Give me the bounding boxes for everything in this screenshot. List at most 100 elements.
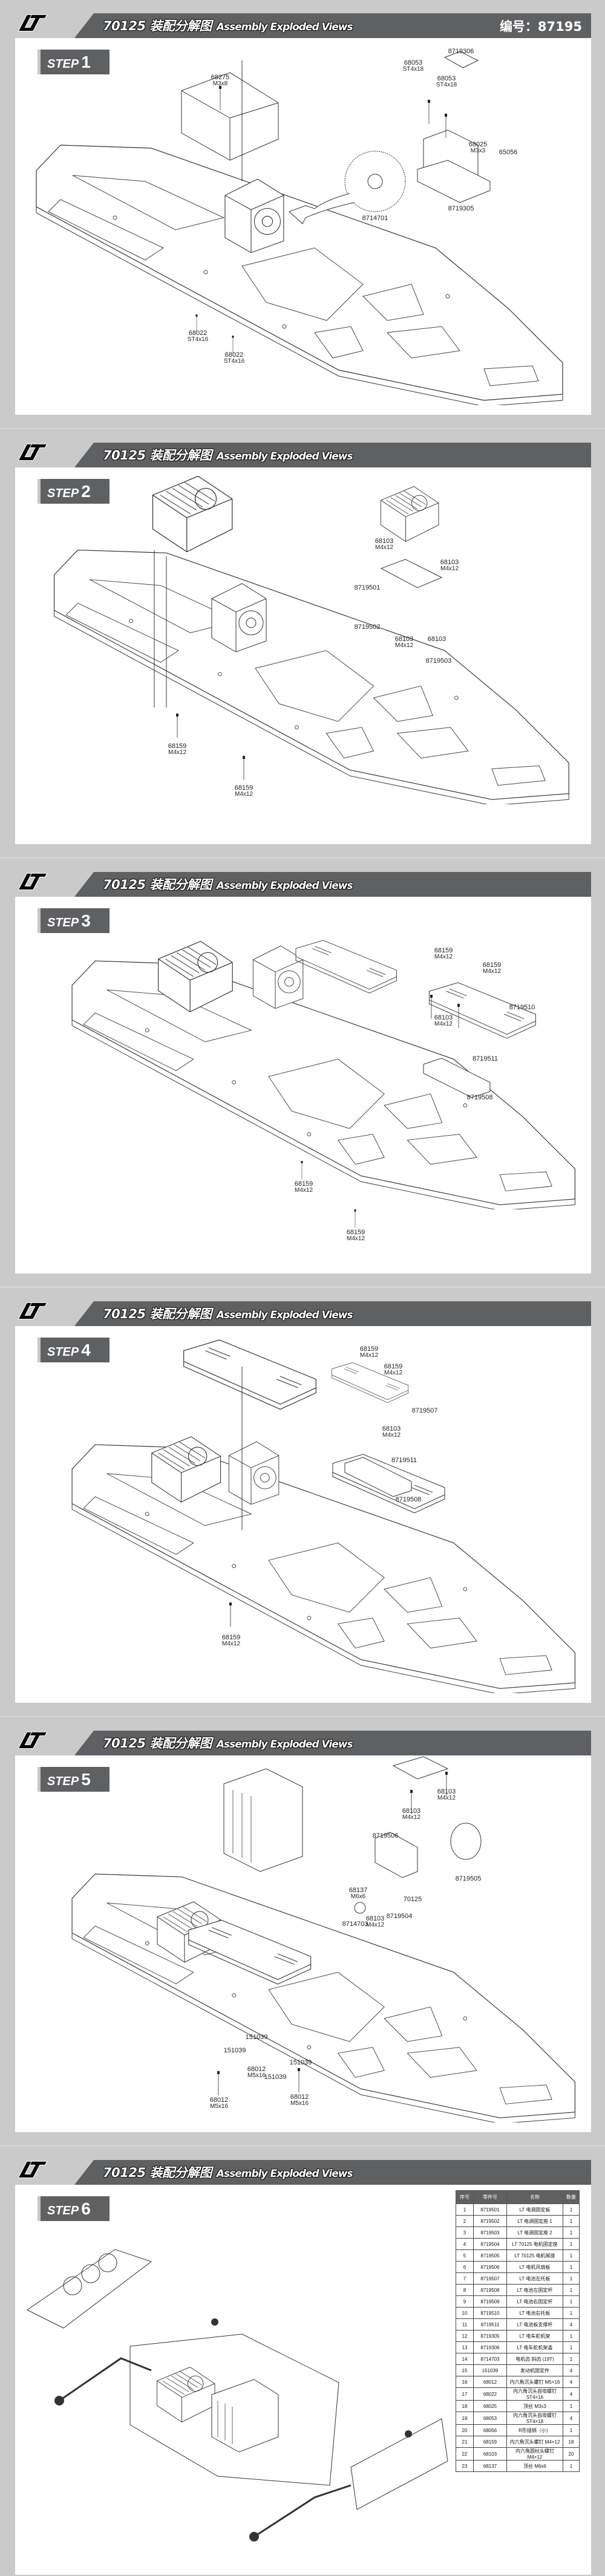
part-spec: M4x12 xyxy=(384,1370,402,1376)
page-title: 70125 装配分解图 Assembly Exploded Views xyxy=(103,18,353,36)
row-part-number: 8719509 xyxy=(473,2295,507,2308)
step-text: STEP xyxy=(47,57,79,71)
section-divider xyxy=(0,2145,605,2146)
part-number: 68103 xyxy=(427,636,446,643)
row-name: LT 电调固定板 xyxy=(506,2204,563,2216)
part-number: 68137 xyxy=(348,1887,368,1894)
title-model: 70125 xyxy=(103,448,146,463)
row-name: 内六角圆柱头螺钉 M4×12 xyxy=(506,2447,563,2461)
row-index: 19 xyxy=(456,2412,474,2425)
row-index: 18 xyxy=(456,2400,474,2412)
row-name: 内六角沉头自攻螺钉 ST4×16 xyxy=(506,2387,563,2401)
row-index: 6 xyxy=(456,2261,474,2273)
row-part-number: 68159 xyxy=(473,2436,507,2448)
row-name: LT 电池右固定杆 xyxy=(506,2295,563,2308)
row-name: LT 电车舵机架盖 xyxy=(506,2341,563,2353)
part-number: 65056 xyxy=(499,149,518,156)
part-callout: 8714701 xyxy=(362,215,388,222)
row-name: LT 70125 电机固定座 xyxy=(506,2238,563,2250)
part-callout: 8719504 xyxy=(387,1913,413,1920)
part-callout: 8719511 xyxy=(391,1457,417,1464)
row-part-number: 151039 xyxy=(473,2364,507,2376)
step-text: STEP xyxy=(47,916,79,929)
row-index: 4 xyxy=(456,2238,474,2250)
part-number: 68103 xyxy=(434,1014,453,1021)
part-spec: M5x16 xyxy=(290,2100,309,2107)
exploded-diagram xyxy=(53,475,569,804)
title-en: Assembly Exploded Views xyxy=(216,1738,353,1751)
title-en: Assembly Exploded Views xyxy=(216,450,353,463)
part-spec: M5x16 xyxy=(209,2103,228,2110)
part-number: 8719511 xyxy=(472,1055,499,1062)
motor xyxy=(223,1768,303,1872)
row-name: LT 电车舵机架 xyxy=(506,2330,563,2342)
row-index: 3 xyxy=(456,2226,474,2239)
row-index: 7 xyxy=(456,2272,474,2285)
row-index: 1 xyxy=(456,2204,474,2216)
title-cn: 装配分解图 xyxy=(149,19,212,33)
title-cn: 装配分解图 xyxy=(149,1736,212,1751)
title-en: Assembly Exploded Views xyxy=(216,2168,353,2180)
exploded-diagram xyxy=(71,940,576,1228)
header-band xyxy=(74,1301,591,1326)
part-spec: M4x12 xyxy=(374,544,393,551)
row-quantity: 1 xyxy=(563,2424,580,2436)
row-quantity: 1 xyxy=(563,2272,580,2285)
title-model: 70125 xyxy=(103,19,146,33)
part-callout: 8719511 xyxy=(473,1056,498,1062)
title-cn: 装配分解图 xyxy=(149,2165,212,2180)
part-number: 8719503 xyxy=(425,657,452,665)
servo xyxy=(181,72,279,161)
row-index: 8 xyxy=(456,2284,474,2296)
row-part-number: 8719508 xyxy=(473,2284,507,2296)
row-quantity: 4 xyxy=(563,2412,580,2425)
part-number: 68159 xyxy=(482,961,502,969)
part-callout: 65056 xyxy=(499,149,518,156)
row-quantity: 1 xyxy=(563,2284,580,2296)
title-model: 70125 xyxy=(103,1307,146,1321)
title-en: Assembly Exploded Views xyxy=(216,21,353,33)
part-number: 8719501 xyxy=(354,584,381,591)
row-part-number: 8714703 xyxy=(473,2353,507,2365)
part-spec: M3x8 xyxy=(212,80,228,87)
part-number: 8719505 xyxy=(455,1875,482,1882)
row-index: 13 xyxy=(456,2341,474,2353)
part-callout: 8719506 xyxy=(373,1833,399,1839)
part-number: 68012 xyxy=(209,2096,229,2104)
row-name: LT 电调固定座 2 xyxy=(506,2226,563,2239)
part-spec: M5x16 xyxy=(247,2072,266,2079)
row-quantity: 1 xyxy=(563,2330,580,2342)
row-index: 10 xyxy=(456,2307,474,2319)
part-number: 8719305 xyxy=(448,205,474,212)
part-number: 68159 xyxy=(221,1634,241,1641)
step-number: 5 xyxy=(81,1770,91,1789)
row-index: 23 xyxy=(456,2460,474,2472)
part-callout: 151039 xyxy=(290,2060,312,2066)
part-callout: 8719502 xyxy=(355,624,381,631)
row-name: 发动机固定件 xyxy=(506,2364,563,2376)
title-cn: 装配分解图 xyxy=(149,877,212,892)
